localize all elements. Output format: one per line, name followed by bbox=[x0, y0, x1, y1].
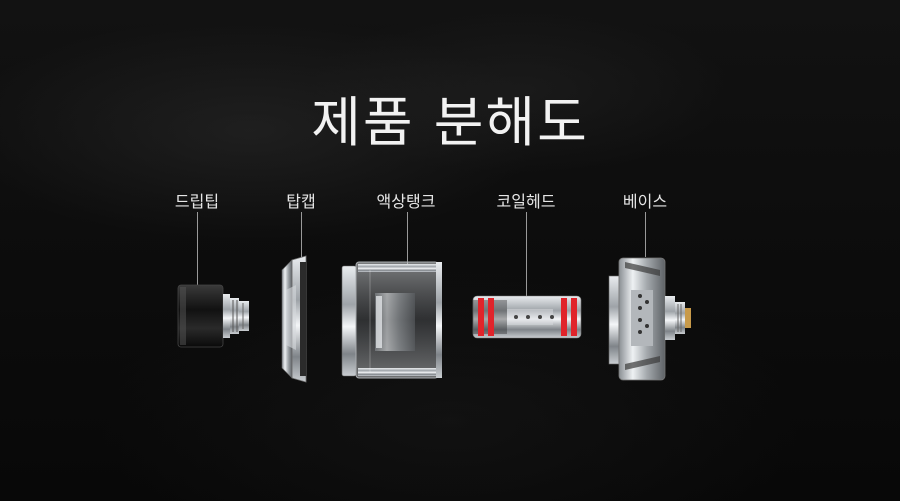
page-title: 제품 분해도 bbox=[311, 91, 589, 154]
leader-top-cap bbox=[301, 212, 302, 264]
base-part bbox=[608, 257, 691, 381]
leader-base bbox=[645, 212, 646, 257]
leader-coil-head bbox=[526, 212, 527, 298]
coil-head-part bbox=[472, 295, 582, 339]
label-coil-head: 코일헤드 bbox=[496, 192, 556, 211]
label-drip-tip: 드립팁 bbox=[174, 192, 220, 211]
label-tank: 액상탱크 bbox=[376, 192, 436, 211]
leader-tank bbox=[407, 212, 408, 264]
top-cap-part bbox=[281, 255, 307, 383]
leader-drip-tip bbox=[197, 212, 198, 294]
label-top-cap: 탑캡 bbox=[286, 192, 316, 211]
tank-part bbox=[341, 261, 442, 379]
label-base: 베이스 bbox=[622, 192, 668, 211]
drip-tip-part bbox=[177, 284, 249, 348]
